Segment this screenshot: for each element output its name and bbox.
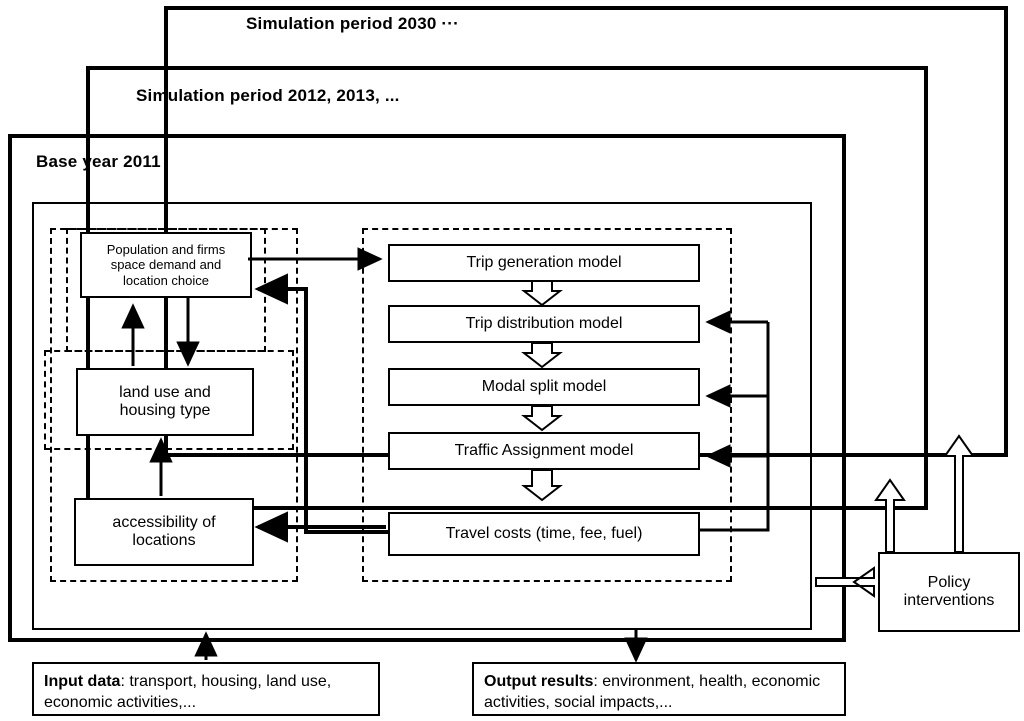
trip-generation-model-box: Trip generation model [388, 244, 700, 282]
arrow-policy-to-simulation-2030 [943, 434, 975, 553]
traffic-assignment-model-box: Traffic Assignment model [388, 432, 700, 470]
frame-simulation-2012-label: Simulation period 2012, 2013, ... [136, 86, 400, 105]
frame-base-year [8, 134, 846, 642]
modal-split-model-label: Modal split model [481, 377, 607, 395]
model-container [32, 202, 812, 630]
arrow-policy-to-model [815, 566, 875, 598]
population-firms-box: Population and firms space demand and lo… [80, 232, 252, 298]
landuse-housing-line-1: land use and [119, 383, 211, 401]
chevron-trip-generation-to-distribution [521, 280, 563, 307]
population-firms-label: Population and firms space demand and lo… [107, 242, 226, 289]
chevron-distribution-to-modal-split [521, 342, 563, 369]
input-data-box: Input data: transport, housing, land use… [32, 662, 380, 716]
input-data-text: : transport, housing, land use, economic… [44, 673, 332, 711]
population-firms-line-2: space demand and [110, 257, 222, 273]
policy-line-2: interventions [903, 592, 995, 609]
arrow-policy-to-simulation-2012 [874, 478, 906, 553]
chevron-assignment-to-travel-costs [521, 469, 563, 502]
frame-simulation-2030-label: Simulation period 2030 ··· [246, 14, 460, 33]
trip-generation-model-label: Trip generation model [466, 253, 622, 271]
landuse-housing-box: land use and housing type [76, 368, 254, 436]
trip-distribution-model-label: Trip distribution model [465, 314, 623, 332]
accessibility-label: accessibility of locations [112, 514, 215, 551]
landuse-housing-line-2: housing type [119, 402, 211, 419]
chevron-modal-split-to-assignment [521, 405, 563, 432]
traffic-assignment-model-label: Traffic Assignment model [454, 441, 634, 459]
accessibility-line-1: accessibility of [112, 513, 216, 531]
accessibility-box: accessibility of locations [74, 498, 254, 566]
output-results-title: Output results [484, 673, 594, 690]
output-results-box: Output results: environment, health, eco… [472, 662, 846, 716]
feedback-bus-travelcosts [700, 322, 770, 532]
policy-interventions-label: Policy interventions [904, 574, 995, 611]
input-data-title: Input data [44, 673, 121, 690]
trip-distribution-model-box: Trip distribution model [388, 305, 700, 343]
arrow-travelcosts-to-population [254, 273, 388, 534]
policy-line-1: Policy [927, 573, 971, 591]
accessibility-line-2: locations [132, 532, 196, 549]
policy-interventions-box: Policy interventions [878, 552, 1020, 632]
travel-costs-box: Travel costs (time, fee, fuel) [388, 512, 700, 556]
transport-subsystem-region [362, 228, 732, 582]
population-firms-line-1: Population and firms [106, 241, 226, 257]
landuse-housing-label: land use and housing type [119, 384, 211, 421]
output-results-text: : environment, health, economic activiti… [484, 673, 821, 711]
population-firms-line-3: location choice [122, 272, 209, 288]
frame-base-year-label: Base year 2011 [36, 152, 161, 171]
travel-costs-label: Travel costs (time, fee, fuel) [445, 524, 643, 542]
